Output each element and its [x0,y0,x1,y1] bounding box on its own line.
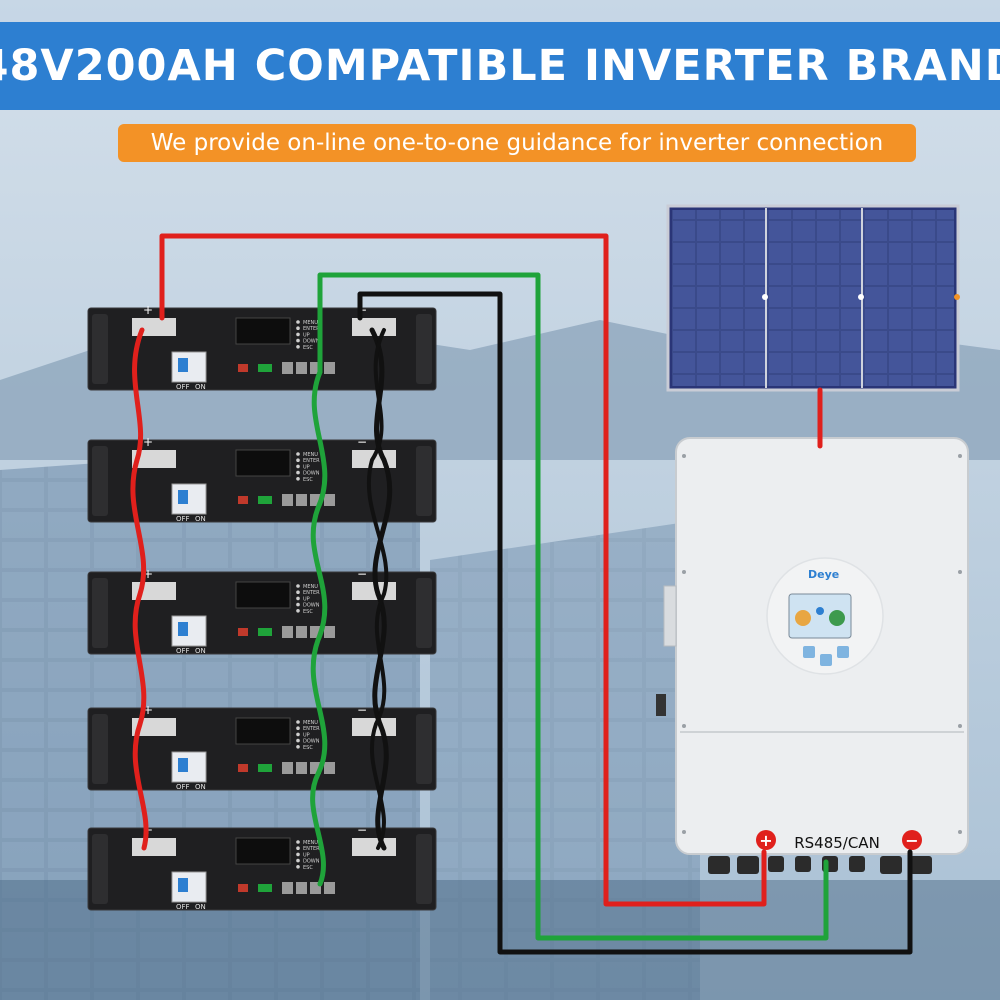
battery-negative-terminal-label: − [357,703,367,717]
page-title: 48V200AH COMPATIBLE INVERTER BRAND [0,41,1000,91]
battery-button-label: ESC [303,745,313,751]
battery-negative-terminal-label: − [357,823,367,837]
battery-button-label: UP [303,596,310,602]
breaker-on-label: ON [195,903,206,911]
breaker-on-label: ON [195,383,206,391]
battery-button-label: UP [303,332,310,338]
battery-button-label: ESC [303,345,313,351]
breaker-on-label: ON [195,783,206,791]
battery-button-label: MENU [303,720,318,726]
battery-button-label: UP [303,732,310,738]
battery-button-label: MENU [303,840,318,846]
breaker-off-label: OFF [176,903,190,911]
battery-button-label: UP [303,852,310,858]
inverter-unit [656,438,968,874]
battery-button-label: UP [303,464,310,470]
breaker-on-label: ON [195,515,206,523]
battery-button-label: ENTER [303,590,320,596]
battery-button-label: MENU [303,452,318,458]
inverter-brand-logo: Deye [808,568,839,581]
title-banner: 48V200AH COMPATIBLE INVERTER BRAND [0,22,1000,110]
breaker-on-label: ON [195,647,206,655]
solar-panel [668,206,960,390]
battery-negative-terminal-label: − [357,435,367,449]
battery-button-label: DOWN [303,339,320,345]
guidance-text: We provide on-line one-to-one guidance f… [151,130,884,156]
battery-button-label: DOWN [303,859,320,865]
battery-button-label: ENTER [303,458,320,464]
battery-button-label: DOWN [303,739,320,745]
breaker-off-label: OFF [176,515,190,523]
battery-button-label: ESC [303,865,313,871]
breaker-off-label: OFF [176,647,190,655]
rs485-can-label: RS485/CAN [794,834,880,852]
battery-negative-terminal-label: − [357,567,367,581]
battery-positive-terminal-label: + [143,435,153,449]
guidance-banner: We provide on-line one-to-one guidance f… [118,124,916,162]
battery-button-label: ESC [303,477,313,483]
battery-button-label: ESC [303,609,313,615]
battery-positive-terminal-label: + [143,303,153,317]
battery-button-label: MENU [303,584,318,590]
inverter-negative-symbol: − [905,831,918,850]
inverter-positive-symbol: + [759,831,772,850]
battery-button-label: DOWN [303,603,320,609]
breaker-off-label: OFF [176,783,190,791]
breaker-off-label: OFF [176,383,190,391]
battery-button-label: ENTER [303,726,320,732]
battery-button-label: DOWN [303,471,320,477]
battery-button-label: MENU [303,320,318,326]
battery-button-label: ENTER [303,846,320,852]
